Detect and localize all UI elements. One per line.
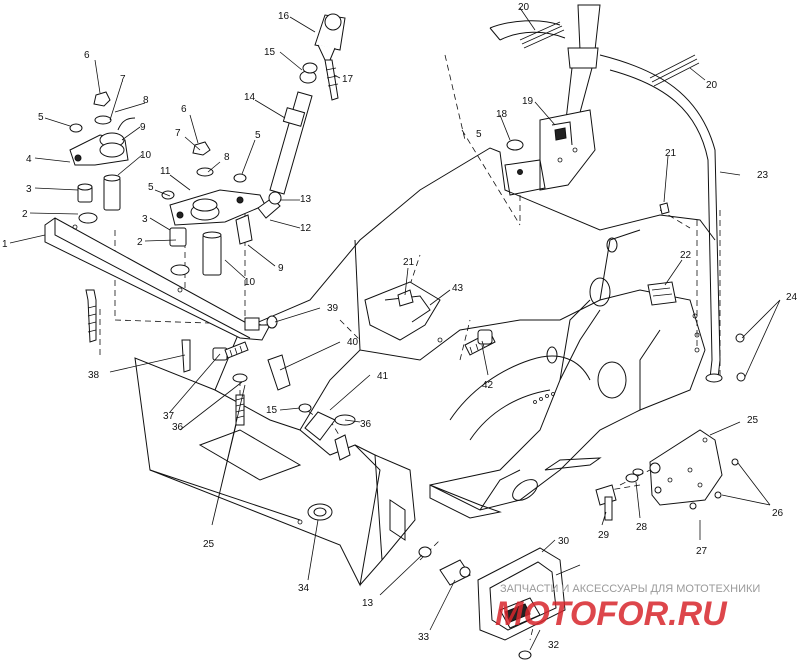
callout-32: 32 <box>548 640 560 651</box>
callout-8: 8 <box>224 152 230 163</box>
callout-40: 40 <box>347 337 359 348</box>
callout-24: 24 <box>786 292 798 303</box>
watermark-caption: ЗАПЧАСТИ И АКСЕССУАРЫ ДЛЯ МОТОТЕХНИКИ <box>500 583 760 595</box>
rear-pedal-mount <box>297 503 566 660</box>
callout-10: 10 <box>244 277 256 288</box>
callout-19: 19 <box>522 96 534 107</box>
callout-10: 10 <box>140 150 152 161</box>
callout-14: 14 <box>244 92 256 103</box>
callout-7: 7 <box>175 128 181 139</box>
upper-control-rod <box>269 13 346 195</box>
callout-8: 8 <box>143 95 149 106</box>
callout-15: 15 <box>264 47 276 58</box>
callout-5: 5 <box>148 182 154 193</box>
callout-5: 5 <box>476 129 482 140</box>
callout-4: 4 <box>26 154 32 165</box>
left-pivot-group <box>69 91 136 224</box>
callout-13: 13 <box>300 194 312 205</box>
callout-25: 25 <box>747 415 759 426</box>
callout-20: 20 <box>706 80 718 91</box>
mid-bracket <box>364 281 496 356</box>
callout-5: 5 <box>255 130 261 141</box>
callout-5: 5 <box>38 112 44 123</box>
callout-12: 12 <box>300 223 312 234</box>
callout-36: 36 <box>360 419 372 430</box>
callout-29: 29 <box>598 530 610 541</box>
callout-37: 37 <box>163 411 175 422</box>
callout-39: 39 <box>327 303 339 314</box>
callout-3: 3 <box>142 214 148 225</box>
frame-tub <box>134 147 716 587</box>
shift-rod <box>44 217 271 341</box>
callout-43: 43 <box>452 283 464 294</box>
callout-28: 28 <box>636 522 648 533</box>
lower-fasteners <box>85 289 356 461</box>
callout-42: 42 <box>482 380 494 391</box>
assembly-guide-lines <box>99 54 721 641</box>
callout-36: 36 <box>172 422 184 433</box>
callout-11: 11 <box>160 166 171 177</box>
callout-7: 7 <box>120 74 126 85</box>
o-ring-left <box>78 212 98 224</box>
callout-17: 17 <box>342 74 354 85</box>
callout-20: 20 <box>518 2 530 13</box>
callout-41: 41 <box>377 371 389 382</box>
callout-34: 34 <box>298 583 310 594</box>
steering-column <box>489 4 601 196</box>
side-plate <box>595 429 739 521</box>
callout-38: 38 <box>88 370 100 381</box>
callout-30: 30 <box>558 536 570 547</box>
callout-25: 25 <box>203 539 215 550</box>
callout-21: 21 <box>665 148 677 159</box>
callout-22: 22 <box>680 250 692 261</box>
callout-16: 16 <box>278 11 290 22</box>
callout-13: 13 <box>362 598 374 609</box>
callout-6: 6 <box>84 50 90 61</box>
callout-labels: 1 2 2 3 3 4 5 5 5 5 6 6 7 7 8 8 9 9 10 1… <box>2 2 798 651</box>
callout-2: 2 <box>22 209 28 220</box>
callout-33: 33 <box>418 632 430 643</box>
leader-lines <box>9 7 781 651</box>
callout-9: 9 <box>140 122 146 133</box>
callout-2: 2 <box>137 237 143 248</box>
center-pivot-group <box>161 141 282 276</box>
watermark-logo: MOTOFOR.RU <box>495 595 728 633</box>
callout-6: 6 <box>181 104 187 115</box>
handle-bar <box>519 21 746 383</box>
callout-23: 23 <box>757 170 769 181</box>
callout-21: 21 <box>403 257 415 268</box>
watermark: ЗАПЧАСТИ И АКСЕССУАРЫ ДЛЯ МОТОТЕХНИКИ MO… <box>495 583 760 633</box>
callout-9: 9 <box>278 263 284 274</box>
callout-1: 1 <box>2 239 8 250</box>
callout-26: 26 <box>772 508 784 519</box>
callout-18: 18 <box>496 109 508 120</box>
callout-15: 15 <box>266 405 278 416</box>
callout-27: 27 <box>696 546 708 557</box>
callout-3: 3 <box>26 184 32 195</box>
